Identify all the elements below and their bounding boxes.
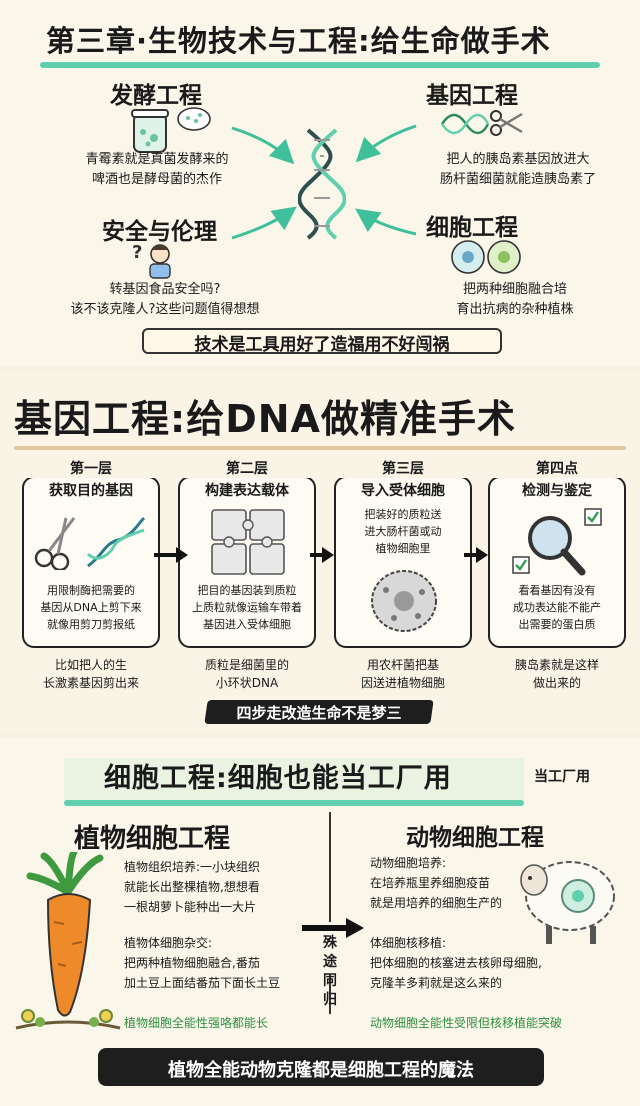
sheep-icon bbox=[520, 861, 615, 944]
step-layer-1: 第一层 bbox=[22, 458, 160, 478]
animal-heading: 动物细胞工程 bbox=[406, 825, 544, 851]
safety-heading: 安全与伦理 bbox=[102, 219, 217, 245]
dna-icon bbox=[86, 516, 146, 568]
section1-banner: 技术是工具用好了造福用不好闯祸 bbox=[194, 335, 450, 355]
carrot-icon bbox=[15, 852, 121, 1030]
step-desc-4b: 成功表达能不能产 bbox=[513, 601, 601, 614]
fermentation-line2: 啤酒也是酵母菌的杰作 bbox=[91, 172, 222, 187]
title-bg bbox=[64, 758, 524, 802]
section3-title: 细胞工程:细胞也能当工厂用 bbox=[104, 763, 452, 794]
gene-heading: 基因工程 bbox=[426, 83, 518, 109]
plant-p2-c: 加土豆上面结番茄下面长土豆 bbox=[124, 976, 281, 990]
step-layer-2: 第二层 bbox=[178, 458, 316, 478]
step-desc-4a: 看看基因有没有 bbox=[518, 584, 596, 597]
scissors-icon bbox=[490, 110, 523, 136]
step-layer-3: 第三层 bbox=[334, 458, 472, 478]
step-note-2b: 小环状DNA bbox=[215, 676, 279, 690]
step-name-2: 构建表达载体 bbox=[205, 483, 289, 499]
check-icon bbox=[512, 556, 530, 574]
arrow-icon bbox=[302, 918, 364, 938]
step-desc-2c: 基因进入受体细胞 bbox=[203, 618, 291, 631]
puzzle-icon bbox=[211, 509, 285, 575]
animal-p2-b: 把体细胞的核塞进去核卵母细胞, bbox=[370, 956, 542, 970]
step-desc-1c: 就像用剪刀剪报纸 bbox=[47, 618, 135, 631]
step-note-3b: 因送进植物细胞 bbox=[360, 676, 445, 690]
section2-title: 基因工程:给DNA做精准手术 bbox=[14, 397, 516, 441]
gene-line1: 把人的胰岛素基因放进大 bbox=[446, 152, 590, 167]
step-note-3a: 用农杆菌把基 bbox=[366, 658, 439, 672]
fermentation-heading: 发酵工程 bbox=[110, 83, 202, 109]
section-cell-engineering: 细胞工程:细胞也能当工厂用 当工厂用 植物细胞工程 动物细胞工程 殊 途 同 归… bbox=[0, 738, 640, 1106]
step-card-4 bbox=[488, 476, 626, 648]
step-note-1b: 长激素基因剪出来 bbox=[42, 676, 139, 690]
scissors-icon bbox=[34, 517, 76, 570]
plant-heading: 植物细胞工程 bbox=[74, 824, 231, 854]
safety-line2: 该不该克隆人?这些问题值得想想 bbox=[70, 302, 260, 317]
animal-p1-a: 动物细胞培养: bbox=[370, 856, 447, 870]
arrow-icon bbox=[231, 124, 417, 240]
cell-line1: 把两种细胞融合培 bbox=[462, 282, 567, 297]
plant-p1-b: 就能长出整棵植物,想想看 bbox=[124, 880, 260, 894]
svg-text:?: ? bbox=[132, 242, 142, 263]
step-desc-4c: 出需要的蛋白质 bbox=[518, 618, 596, 631]
animal-p2-c: 克隆羊多莉就是这么来的 bbox=[370, 976, 503, 990]
dna-icon bbox=[298, 128, 346, 240]
animal-p2-a: 体细胞核移植: bbox=[370, 936, 447, 950]
arrow-icon bbox=[154, 547, 488, 563]
banner-frame bbox=[98, 1048, 544, 1086]
step-note-4a: 胰岛素就是这样 bbox=[514, 658, 599, 672]
safety-line1: 转基因食品安全吗? bbox=[109, 282, 221, 297]
plant-summary: 植物细胞全能性强咯都能长 bbox=[124, 1016, 269, 1030]
plant-p1-c: 一根胡萝卜能种出一大片 bbox=[124, 900, 257, 914]
jar-icon bbox=[131, 109, 169, 153]
step-desc-3b: 进大肠杆菌或动 bbox=[364, 525, 442, 538]
animal-summary: 动物细胞全能性受限但核移植能突破 bbox=[370, 1016, 563, 1030]
step-note-4b: 做出来的 bbox=[532, 676, 581, 690]
step-name-4: 检测与鉴定 bbox=[522, 483, 592, 499]
divider-line bbox=[329, 974, 331, 1014]
check-icon bbox=[584, 508, 602, 526]
animal-p1-c: 就是用培养的细胞生产的 bbox=[370, 896, 503, 910]
cell-icon bbox=[371, 570, 437, 632]
title-underline bbox=[64, 800, 524, 806]
fermentation-line1: 青霉素就是真菌发酵来的 bbox=[85, 152, 229, 167]
step-desc-2a: 把目的基因装到质粒 bbox=[197, 584, 297, 597]
plant-p2-a: 植物体细胞杂交: bbox=[124, 936, 213, 950]
step-name-3: 导入受体细胞 bbox=[361, 483, 445, 499]
side-label: 当工厂用 bbox=[534, 769, 590, 785]
step-desc-1b: 基因从DNA上剪下来 bbox=[40, 601, 142, 614]
gene-line2: 肠杆菌细菌就能造胰岛素了 bbox=[439, 172, 596, 187]
magnifier-icon bbox=[528, 516, 586, 576]
section2-banner: 四步走改造生命不是梦三 bbox=[236, 704, 402, 722]
step-desc-2b: 上质粒就像运输车带着 bbox=[192, 601, 302, 614]
divider-label: 殊 途 同 归 bbox=[323, 935, 337, 1008]
plant-p1-a: 植物组织培养:一小块组织 bbox=[124, 860, 261, 874]
step-note-2a: 质粒是细菌里的 bbox=[204, 658, 289, 672]
section1-title: 第三章·生物技术与工程:给生命做手术 bbox=[46, 24, 551, 58]
plant-p2-b: 把两种植物细胞融合,番茄 bbox=[124, 956, 260, 970]
dna-icon bbox=[441, 113, 490, 135]
section-biotech: 第三章·生物技术与工程:给生命做手术 发酵工程 青霉素就是真菌发酵来的 啤酒也是… bbox=[0, 0, 640, 366]
cell-line2: 育出抗病的杂种植株 bbox=[456, 302, 574, 317]
animal-p1-b: 在培养瓶里养细胞疫苗 bbox=[370, 876, 491, 890]
title-underline bbox=[40, 62, 600, 68]
step-layer-4: 第四点 bbox=[488, 458, 626, 478]
banner-frame bbox=[142, 328, 502, 354]
thought-bubble-icon bbox=[177, 107, 211, 131]
cell-heading: 细胞工程 bbox=[426, 215, 518, 241]
cells-icon bbox=[451, 240, 521, 274]
section3-banner: 植物全能动物克隆都是细胞工程的魔法 bbox=[168, 1060, 474, 1081]
step-desc-3a: 把装好的质粒送 bbox=[364, 508, 442, 521]
person-question-icon: ? bbox=[132, 242, 171, 279]
step-card-2 bbox=[178, 476, 316, 648]
step-note-1a: 比如把人的生 bbox=[54, 658, 127, 672]
title-underline bbox=[14, 446, 626, 450]
step-desc-1a: 用限制酶把需要的 bbox=[47, 584, 135, 597]
step-desc-3c: 植物细胞里 bbox=[375, 542, 431, 555]
step-name-1: 获取目的基因 bbox=[49, 483, 133, 499]
divider-line bbox=[329, 812, 331, 922]
